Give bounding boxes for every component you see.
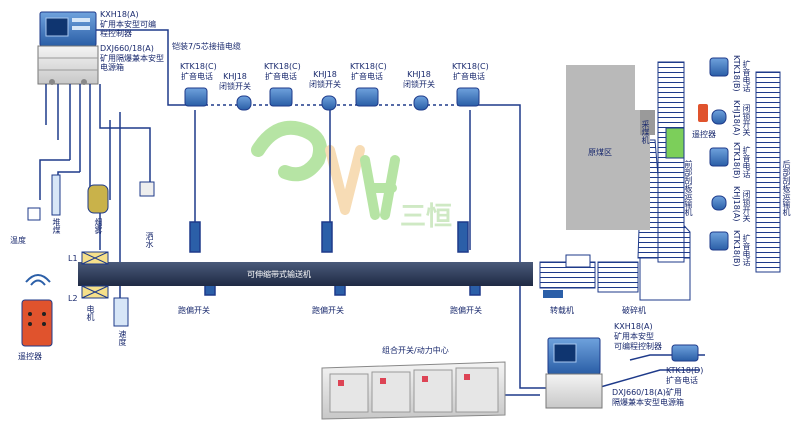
sensor-devices (27, 174, 155, 327)
device-3-model: KTK18(C) (264, 62, 301, 71)
phone-4 (456, 87, 480, 107)
right-5-model: KTK18(B) (732, 230, 741, 267)
right-5-name: 扩音电话 (742, 234, 751, 266)
device-6-model: KHJ18 (407, 70, 431, 79)
cable-label: 铠装7/5芯接插电缆 (172, 42, 241, 51)
right-3-name: 扩音电话 (742, 146, 751, 178)
watermark-brand: 三恒 (400, 202, 453, 232)
sensor-speed-label: 速度 (118, 330, 127, 346)
controller-box-top (39, 11, 97, 47)
power-top-name: 矿用隔爆兼本安型电源箱 (100, 54, 164, 72)
controller-box-bottom (545, 337, 603, 409)
coal-cutter-label: 采煤机 (641, 120, 650, 144)
reloader-label: 转载机 (550, 306, 574, 315)
coal-area-label: 原煤区 (588, 148, 612, 157)
device-2-model: KHJ18 (223, 72, 247, 81)
deviation-label-3: 跑偏开关 (450, 306, 482, 315)
right-1-name: 扩音电话 (742, 60, 751, 92)
rear-scraper-conveyor (755, 71, 781, 273)
device-6-name: 闭锁开关 (403, 80, 435, 89)
power-bottom-name: 隔爆兼本安型电源箱 (612, 398, 684, 407)
deviation-label-1: 跑偏开关 (178, 306, 210, 315)
phone-3 (355, 87, 379, 107)
device-1-name: 扩音电话 (181, 72, 213, 81)
scraper-label: 后部刮板运输机 (782, 160, 791, 216)
lock-3 (413, 95, 429, 111)
phone-d-model: KTK18(D) (666, 366, 704, 375)
device-7-model: KTK18(C) (452, 62, 489, 71)
deviation-label-2: 跑偏开关 (312, 306, 344, 315)
device-7-name: 扩音电话 (453, 72, 485, 81)
combo-switch-station (321, 361, 506, 420)
power-box-top (37, 45, 99, 85)
right-4-model: KHJ18(A) (732, 186, 741, 222)
controller-bottom-name1: 矿用本安型 (614, 332, 654, 341)
crusher (597, 254, 691, 301)
power-top-model: DXJ660/18(A) (100, 44, 154, 53)
watermark-logo (251, 120, 400, 220)
phone-1 (184, 87, 208, 107)
device-5-model: KTK18(C) (350, 62, 387, 71)
controller-bottom-name2: 可编程控制器 (614, 342, 662, 351)
lock-2 (321, 95, 337, 111)
sensor-temp-label: 温度 (10, 236, 26, 245)
sensor-pile-label: 堆煤 (52, 218, 61, 234)
conveyor-label: 可伸缩带式输送机 (247, 270, 311, 279)
device-2-name: 闭锁开关 (219, 82, 251, 91)
coal-area (566, 65, 655, 230)
face-conveyor-label: 前部刮板运输机 (684, 160, 693, 216)
right-remote (698, 104, 708, 122)
l1-label: L1 (68, 254, 78, 263)
device-4-name: 闭锁开关 (309, 80, 341, 89)
lock-1 (236, 95, 252, 111)
device-3-name: 扩音电话 (265, 72, 297, 81)
right-3-model: KTK18(B) (732, 142, 741, 179)
controller-bottom-model: KXH18(A) (614, 322, 653, 331)
power-bottom-model: DXJ660/18(A)矿用 (612, 388, 682, 397)
right-remote-label: 遥控器 (692, 130, 716, 139)
reloader (539, 254, 596, 298)
face-conveyor (657, 61, 685, 263)
combo-switch-label: 组合开关/动力中心 (382, 346, 449, 355)
phone-2 (269, 87, 293, 107)
right-1-model: KTK18(B) (732, 55, 741, 92)
right-4-name: 闭锁开关 (742, 190, 751, 222)
l2-label: L2 (68, 294, 78, 303)
controller-top-name: 矿用本安型可编程控制器 (100, 20, 156, 38)
left-remote-label: 遥控器 (18, 352, 42, 361)
device-4-model: KHJ18 (313, 70, 337, 79)
device-1-model: KTK18(C) (180, 62, 217, 71)
sensor-motor-label: 电机 (86, 305, 95, 321)
sensor-smoke-label: 烟雾 (94, 218, 103, 234)
phone-d-name: 扩音电话 (666, 376, 698, 385)
right-2-name: 闭锁开关 (742, 104, 751, 136)
crusher-label: 破碎机 (622, 306, 646, 315)
right-column-devices (709, 57, 729, 251)
sensor-water-label: 洒水 (145, 232, 154, 248)
right-2-model: KHJ18(A) (732, 100, 741, 136)
belt-conveyor (78, 251, 533, 299)
phone-d (671, 344, 699, 362)
left-remote (21, 274, 53, 347)
controller-top-model: KXH18(A) (100, 10, 139, 19)
device-5-name: 扩音电话 (351, 72, 383, 81)
